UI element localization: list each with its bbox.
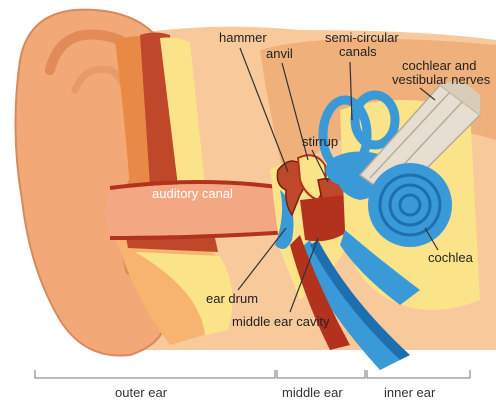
label-semi-circular-2: canals <box>339 44 377 59</box>
cochlea <box>368 163 452 247</box>
label-auditory-canal: auditory canal <box>152 186 233 201</box>
label-cochlea: cochlea <box>428 250 474 265</box>
label-ear-drum: ear drum <box>206 291 258 306</box>
label-semi-circular-1: semi-circular <box>325 30 399 45</box>
middle-ear-cavity-bone <box>300 195 350 241</box>
label-middle-ear-cavity: middle ear cavity <box>232 314 330 329</box>
label-hammer: hammer <box>219 30 267 45</box>
label-nerves-1: cochlear and <box>402 58 476 73</box>
section-middle-ear: middle ear <box>282 385 343 400</box>
section-brackets <box>35 370 470 378</box>
label-stirrup: stirrup <box>302 134 338 149</box>
label-anvil: anvil <box>266 46 293 61</box>
label-nerves-2: vestibular nerves <box>392 72 491 87</box>
section-outer-ear: outer ear <box>115 385 168 400</box>
section-inner-ear: inner ear <box>384 385 436 400</box>
